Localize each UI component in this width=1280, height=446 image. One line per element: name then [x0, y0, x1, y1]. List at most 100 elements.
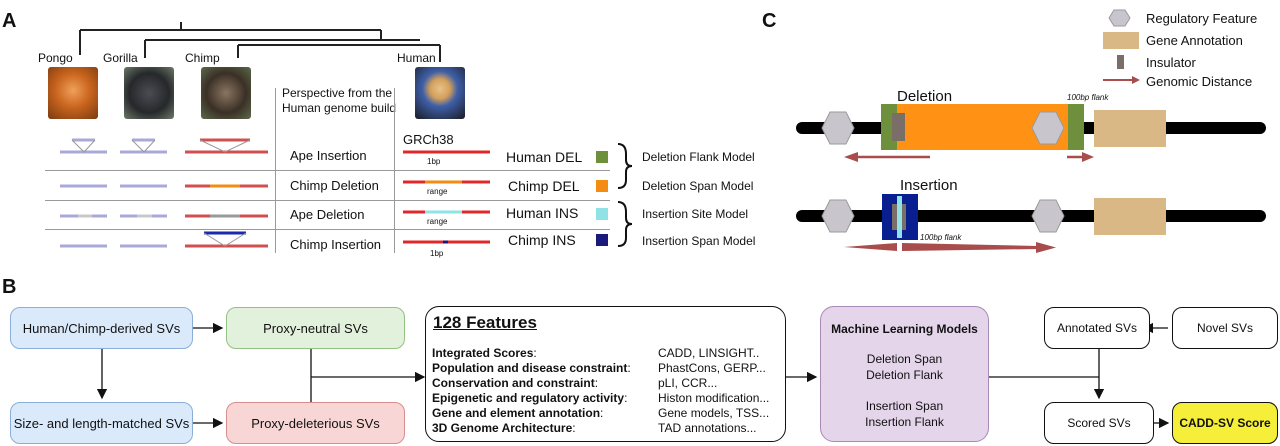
- deletion-insulator: [892, 113, 905, 141]
- ml-model-deletion-flank: Deletion Flank: [866, 368, 943, 382]
- species-gorilla: Gorilla: [103, 51, 138, 65]
- model-insertion-span: Insertion Span Model: [642, 234, 756, 248]
- legend-insulator-icon: [1117, 55, 1124, 69]
- swatch-chimp-ins: [596, 234, 608, 246]
- perspective-line-2: Human genome build: [282, 101, 397, 115]
- legend-regulatory-label: Regulatory Feature: [1146, 11, 1258, 26]
- legend-regulatory-icon: [1108, 9, 1131, 27]
- chimp-photo: [201, 67, 251, 119]
- legend-insulator-label: Insulator: [1146, 55, 1196, 70]
- brace-deletion: [617, 143, 633, 189]
- row3-graphics: [60, 210, 490, 218]
- gorilla-photo: [124, 67, 174, 119]
- novel-svs-box: Novel SVs: [1172, 307, 1278, 349]
- swatch-human-ins: [596, 208, 608, 220]
- annotated-svs-box: Annotated SVs: [1044, 307, 1150, 349]
- insertion-distance-right: [902, 243, 1038, 251]
- human-chimp-svs-box: Human/Chimp-derived SVs: [10, 307, 193, 349]
- species-chimp: Chimp: [185, 51, 220, 65]
- insertion-gene: [1094, 198, 1166, 235]
- swatch-human-del: [596, 151, 608, 163]
- legend-distance-label: Genomic Distance: [1146, 74, 1253, 89]
- class-chimp-ins: Chimp INS: [508, 232, 576, 248]
- feature-name-3: Conservation and constraint: [432, 376, 595, 390]
- cadd-sv-score-box: CADD-SV Score: [1172, 402, 1278, 444]
- row4-graphics: [60, 231, 490, 248]
- row-divider-1: [45, 170, 610, 171]
- deletion-regulatory-1: [821, 111, 855, 145]
- row-divider-3: [45, 229, 610, 230]
- event-ape-insertion: Ape Insertion: [290, 148, 367, 163]
- feature-value-2: PhastCons, GERP...: [658, 361, 766, 375]
- panel-b-label: B: [2, 276, 17, 298]
- insertion-distance-left: [844, 243, 897, 251]
- legend-gene-label: Gene Annotation: [1146, 33, 1243, 48]
- insertion-title: Insertion: [900, 177, 958, 194]
- feature-name-1: Integrated Scores: [432, 346, 534, 360]
- size-label-row4: 1bp: [430, 249, 444, 258]
- model-deletion-flank: Deletion Flank Model: [642, 150, 755, 164]
- feature-name-4: Epigenetic and regulatory activity: [432, 391, 625, 405]
- feature-value-3: pLI, CCR...: [658, 376, 718, 390]
- row2-graphics: [60, 180, 490, 188]
- features-title: 128 Features: [433, 313, 537, 332]
- feature-value-6: TAD annotations...: [658, 421, 757, 435]
- feature-name-5: Gene and element annotation: [432, 406, 601, 420]
- size-label-row2: range: [427, 187, 448, 196]
- feature-name-2: Population and disease constraint: [432, 361, 628, 375]
- panel-c-label: C: [762, 10, 777, 32]
- perspective-line-1: Perspective from the: [282, 86, 393, 100]
- feature-value-4: Histon modification...: [658, 391, 770, 405]
- ml-models-title: Machine Learning Models: [831, 322, 978, 336]
- brace-insertion: [617, 201, 633, 247]
- class-human-ins: Human INS: [506, 205, 579, 221]
- deletion-gene: [1094, 110, 1166, 147]
- deletion-flank-label: 100bp flank: [1067, 93, 1109, 102]
- deletion-flank-right: [1068, 104, 1084, 150]
- event-ape-deletion: Ape Deletion: [290, 207, 365, 222]
- deletion-title: Deletion: [897, 88, 953, 105]
- feature-value-5: Gene models, TSS...: [658, 406, 770, 420]
- class-human-del: Human DEL: [506, 149, 583, 165]
- features-box: [425, 306, 786, 442]
- event-chimp-insertion: Chimp Insertion: [290, 237, 382, 252]
- feature-row-2: Population and disease constraint:: [432, 361, 631, 375]
- size-label-row1: 1bp: [427, 157, 441, 166]
- proxy-deleterious-svs-box: Proxy-deleterious SVs: [226, 402, 405, 444]
- sv-event-graphics: [60, 138, 490, 248]
- proxy-neutral-svs-box: Proxy-neutral SVs: [226, 307, 405, 349]
- panel-a-label: A: [2, 10, 17, 32]
- phylogeny-tree: [79, 22, 441, 62]
- panel-c-graphic: [796, 9, 1266, 253]
- feature-row-4: Epigenetic and regulatory activity:: [432, 391, 628, 405]
- workflow-arrows: [96, 322, 1170, 429]
- model-insertion-site: Insertion Site Model: [642, 207, 749, 221]
- ml-model-insertion-span: Insertion Span: [865, 399, 944, 413]
- species-pongo: Pongo: [38, 51, 73, 65]
- model-braces: [617, 143, 633, 247]
- feature-name-6: 3D Genome Architecture: [432, 421, 573, 435]
- size-label-row3: range: [427, 217, 448, 226]
- row-divider-2: [45, 200, 610, 201]
- ml-models-box: [820, 306, 989, 442]
- insertion-regulatory-1: [821, 199, 855, 233]
- insertion-site: [897, 196, 902, 238]
- pongo-photo: [48, 67, 98, 119]
- swatch-chimp-del: [596, 180, 608, 192]
- feature-row-6: 3D Genome Architecture:: [432, 421, 576, 435]
- feature-row-3: Conservation and constraint:: [432, 376, 599, 390]
- deletion-regulatory-2: [1031, 111, 1065, 145]
- feature-row-5: Gene and element annotation:: [432, 406, 604, 420]
- ml-model-deletion-span: Deletion Span: [866, 352, 943, 366]
- row1-graphics: [60, 138, 490, 154]
- species-human: Human: [397, 51, 436, 65]
- size-matched-svs-box: Size- and length-matched SVs: [10, 402, 193, 444]
- ml-model-insertion-flank: Insertion Flank: [865, 415, 944, 429]
- legend-gene-icon: [1103, 32, 1139, 49]
- perspective-text: Perspective from the Human genome build: [282, 86, 396, 116]
- class-chimp-del: Chimp DEL: [508, 178, 580, 194]
- insertion-regulatory-2: [1031, 199, 1065, 233]
- model-deletion-span: Deletion Span Model: [642, 179, 754, 193]
- grch38-label: GRCh38: [403, 132, 454, 147]
- event-chimp-deletion: Chimp Deletion: [290, 178, 379, 193]
